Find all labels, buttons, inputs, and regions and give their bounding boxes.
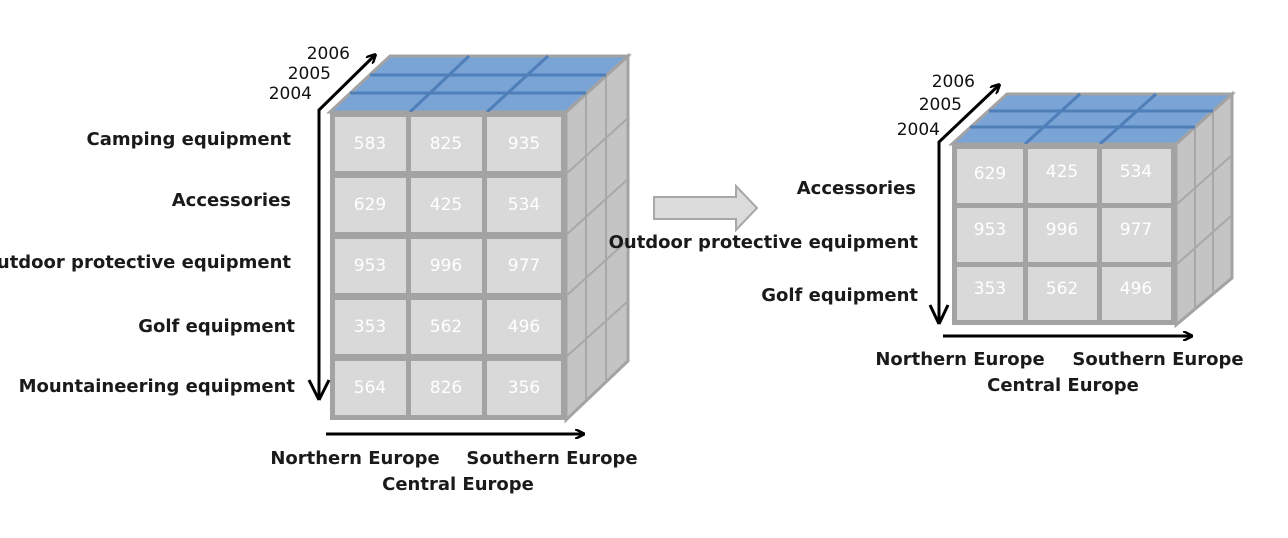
cell-value: 425	[1046, 162, 1078, 182]
cube-left: 583 825 935 629 425 534 953 996 977 353 …	[0, 44, 638, 495]
row-label: Mountaineering equipment	[19, 376, 296, 397]
cell-value: 534	[1120, 162, 1152, 182]
row-label: Outdoor protective equipment	[0, 252, 291, 273]
cell-value: 996	[430, 256, 462, 276]
year-label: 2006	[932, 72, 975, 92]
row-label: Camping equipment	[87, 129, 292, 150]
transition-arrow-icon	[653, 183, 759, 233]
year-label: 2004	[897, 120, 940, 140]
cell-value: 583	[354, 134, 386, 154]
cell-value: 496	[1120, 279, 1152, 299]
year-label: 2005	[919, 95, 962, 115]
cube-right-down-arrowhead	[928, 304, 941, 325]
row-label: Accessories	[172, 190, 291, 211]
cell-value: 996	[1046, 220, 1078, 240]
cell-value: 353	[974, 279, 1006, 299]
cell-value: 953	[974, 220, 1006, 240]
row-label: Outdoor protective equipment	[609, 232, 919, 253]
x-label-right: Southern Europe	[466, 448, 637, 469]
cell-value: 562	[430, 317, 462, 337]
row-label: Golf equipment	[138, 316, 295, 337]
cube-right: 629 425 534 953 996 977 353 562 496 2006…	[609, 72, 1244, 396]
row-label: Accessories	[797, 178, 916, 199]
x-label-center: Central Europe	[987, 375, 1139, 396]
x-label-left: Northern Europe	[875, 349, 1044, 370]
cell-value: 825	[430, 134, 462, 154]
cell-value: 562	[1046, 279, 1078, 299]
cube-left-depth-axis	[317, 56, 374, 400]
cell-value: 564	[354, 378, 386, 398]
cell-value: 496	[508, 317, 540, 337]
cell-value: 826	[430, 378, 462, 398]
row-label: Golf equipment	[761, 285, 918, 306]
cube-left-down-arrowhead	[307, 379, 321, 401]
cell-value: 935	[508, 134, 540, 154]
x-label-center: Central Europe	[382, 474, 534, 495]
cell-value: 425	[430, 195, 462, 215]
cell-value: 629	[354, 195, 386, 215]
cell-value: 353	[354, 317, 386, 337]
x-label-left: Northern Europe	[270, 448, 439, 469]
year-label: 2005	[288, 64, 331, 84]
x-label-right: Southern Europe	[1072, 349, 1243, 370]
cell-value: 953	[354, 256, 386, 276]
cube-right-depth-axis	[937, 86, 998, 324]
year-label: 2004	[269, 84, 312, 104]
cell-value: 977	[508, 256, 540, 276]
cell-value: 629	[974, 164, 1006, 184]
cell-value: 977	[1120, 220, 1152, 240]
cell-value: 356	[508, 378, 540, 398]
year-label: 2006	[307, 44, 350, 64]
cell-value: 534	[508, 195, 540, 215]
